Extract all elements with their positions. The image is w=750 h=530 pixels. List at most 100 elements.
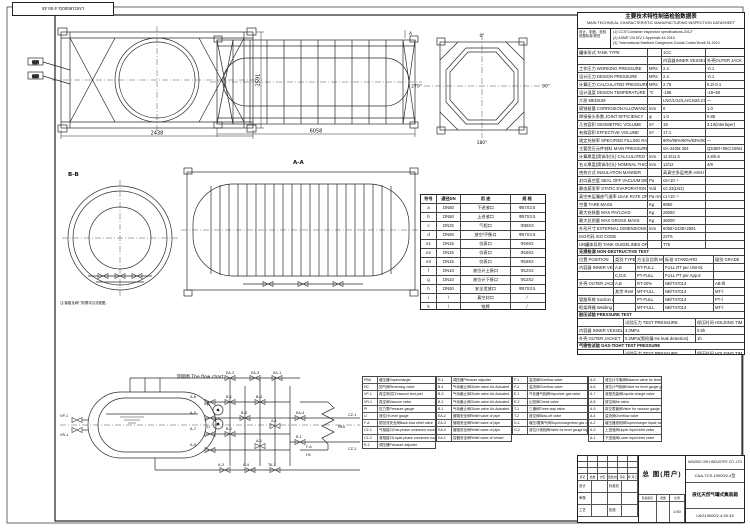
gas-tight-title: 气密性试验 GAS-TIGHT TEST PRESSURE: [578, 342, 744, 350]
nozzle-use: 液位计下接口: [461, 276, 511, 284]
nozzle-dn: DN50: [437, 204, 461, 212]
legend-desc: 增压/置换气阀Supercharge/test gas valve: [529, 421, 587, 426]
ds-row-unit: [648, 168, 662, 176]
datasheet-row: 介质 MEDIUM LNG/LO2/LAr/LN2/LCO2 —: [578, 96, 744, 105]
ds-row-unit: m³: [648, 120, 662, 128]
nozzle-row: e3 DN15 仪表口 Φ18X2: [421, 258, 545, 267]
legend-desc: 真空测试口Vacuum test port: [379, 392, 423, 397]
nozzle-dn: DN15: [437, 258, 461, 266]
design-code-item: (1) CCS"Container inspection specificati…: [613, 30, 694, 34]
legend-code: A-5: [589, 377, 604, 384]
ds-row-unit: Kg: [648, 200, 662, 208]
legend-desc: 下进液阀Lower liquid inlet valve: [605, 435, 655, 440]
ndt-header-method: 方法及比例 METHOD-RATIO: [637, 255, 664, 263]
legend-code: CZ-1: [363, 427, 378, 434]
datasheet-row: 腐蚀裕量 CORROSION ALLOWANCE mm 0 1.0: [578, 104, 744, 113]
ds-row-unit: MPa: [648, 72, 662, 80]
revision-header-cell: 分区: [598, 474, 608, 480]
ndt-type: 其余 Rest: [614, 287, 636, 295]
side-length-dim: 6058: [310, 129, 323, 135]
legend-desc: 液位计气相阀Valve for level gauge gas phase: [605, 385, 661, 390]
flow-label: PI: [207, 403, 210, 407]
flow-label: A-1: [271, 419, 277, 423]
ndt-standard: FULL RT per UW-51: [664, 263, 714, 271]
legend-row: CZ-2 液相接口Liquid phase connector nozzle: [363, 434, 435, 442]
legend-code: A-8: [589, 398, 604, 405]
legend-code: A-7: [589, 391, 604, 398]
datasheet-row: 有效容积 EFFECTIVE VOLUME m³ 17.1: [578, 128, 744, 137]
legend-code: PI: [363, 405, 378, 412]
ds-row-unit: m³: [648, 128, 662, 136]
ndt-grade: MT-Ⅰ: [715, 288, 724, 294]
title-block-revisions: 标记处数分区更改文件号签名年.月.日 设计 标准化 审核: [578, 456, 639, 522]
nozzle-spec: Φ12X2: [520, 277, 534, 282]
legend-code: A-1: [589, 434, 604, 441]
ds-row-inner-value: T75: [662, 240, 706, 248]
drawing-number: LNG19000/2.4-00.45: [696, 512, 734, 518]
legend-group-4: A-5 液位计平衡阀Balance valve for level gauge …: [588, 376, 662, 442]
ds-row-label: 名义厚度(筒体/封头) NOMINAL THICKNESS(SHELL/HEAD…: [579, 160, 648, 168]
ds-row-unit: Pa·m³/s: [649, 192, 662, 200]
drawing-title: 总 图(用户): [639, 456, 685, 495]
pressure-test-header: 试验压力 TEST PRESSURE 保压时间 HOLDING TIME: [578, 318, 744, 327]
ds-row-inner-value: 高真空多层绝热 HIGH VACUUM MULTI-LAYER INSULATI…: [662, 168, 706, 176]
sign-label-b: [608, 493, 622, 504]
doc-number-box: LNG19000/2.4-00.45: [12, 2, 114, 16]
ds-row-outer-value: [706, 201, 742, 208]
ndt-header-grade: 级别 GRADE: [715, 256, 740, 262]
flow-label: EA-4: [296, 411, 305, 415]
ds-row-outer-value: 3.8/5.6: [707, 153, 720, 159]
revision-header-cell: 更改文件号: [608, 474, 618, 480]
ndt-position: 外壳 OUTER JACKET: [579, 279, 614, 287]
ds-row-inner-value: 2.75: [662, 80, 706, 88]
ds-row-inner-value: ≤0.33(LN2): [662, 184, 706, 192]
ndt-standard: NB/T47013: [664, 303, 714, 311]
ndt-row: 管路系统 Suction and tube system PT-FULL NB/…: [578, 295, 744, 304]
nozzle-symbol: e2: [421, 249, 437, 257]
ds-row-outer-value: -19~50: [707, 89, 721, 95]
nozzle-header-row: 符号 通径DN 用 途 规 格: [421, 195, 545, 204]
stage-values: 1:50: [639, 502, 685, 522]
datasheet-title-en: MAIN TECHNICAL CHARACTERISTIC MANUFACTUR…: [578, 21, 744, 29]
sign-value-a: [592, 493, 608, 504]
nozzle-spec: Φ38X3: [520, 223, 534, 228]
ds-row-inner-value: 1CC: [662, 48, 706, 56]
flow-label: VR-1: [60, 433, 68, 437]
legend-row: EA-1 容器安全阀Relief valve of vessel: [437, 434, 511, 441]
ndt-position: [578, 287, 614, 295]
ds-row-unit: Kg: [648, 208, 662, 216]
ds-row-outer-value: [706, 129, 742, 136]
datasheet-table: 主要技术特性制造检验数据表 MAIN TECHNICAL CHARACTERIS…: [577, 12, 745, 355]
ds-row-outer-value: 0.2/-0.1: [707, 81, 722, 87]
view-front-frame: 铭牌 标牌 2438 2591: [27, 26, 264, 139]
ds-row-unit: [648, 232, 662, 240]
design-codes-list: (1) CCS"Container inspection specificati…: [611, 29, 744, 48]
legend-group-3: F-1 溢流阀Overflow valve F-2 溢流阀Overflow va…: [512, 376, 588, 435]
nozzle-dn: DN50: [437, 213, 461, 221]
ndt-header-standard: 标准 STANDARD: [664, 255, 714, 263]
ndt-method: RT-20%: [636, 279, 664, 287]
legend-row: T-2 放空阀Blow-off valve: [513, 412, 587, 421]
legend-row: LI 液位计Level gauge: [363, 412, 435, 421]
datasheet-row: 静态蒸发率 STATIC EVAPORATION %/d ≤0.33(LN2): [578, 184, 744, 193]
ds-row-unit: mm: [648, 160, 662, 168]
ds-row-label: 几何容积 GEOMETRIC VOLUME: [578, 120, 648, 128]
nozzle-use: 仪表口: [461, 258, 511, 266]
ndt-grade: PT-Ⅰ: [715, 296, 723, 302]
legend-desc: 液位计液相阀Valve for level gauge liquid phase: [529, 428, 587, 433]
legend-code: A-6: [589, 384, 604, 391]
flow-label: EA-1: [273, 371, 281, 375]
flow-label: B-2: [226, 427, 232, 431]
ds-row-outer-value: 4/8: [707, 161, 713, 167]
legend-row: A-5 液位计平衡阀Balance valve for level gauge: [589, 377, 661, 385]
legend-desc: 气动截止阀Globe valve Air-Actuated: [453, 392, 510, 397]
title-block-right: NINGBO OSH INDUSTRY CO.,LTD CAA-TCS-1900…: [686, 456, 744, 522]
signature-row: 设计 标准化: [578, 481, 638, 493]
ndt-grade: [714, 272, 742, 279]
legend-row: A-6 液位计气相阀Valve for level gauge gas phas…: [589, 384, 661, 392]
ds-row-label: [578, 56, 648, 64]
pressure-test-title: 耐压试验 PRESSURE TEST: [578, 311, 744, 319]
flow-label: A-7: [190, 427, 196, 431]
legend-desc: 管路安全阀Relief valve of pipe: [453, 428, 501, 433]
legend-row: EA-3 管路安全阀Relief valve of pipe: [437, 420, 511, 428]
